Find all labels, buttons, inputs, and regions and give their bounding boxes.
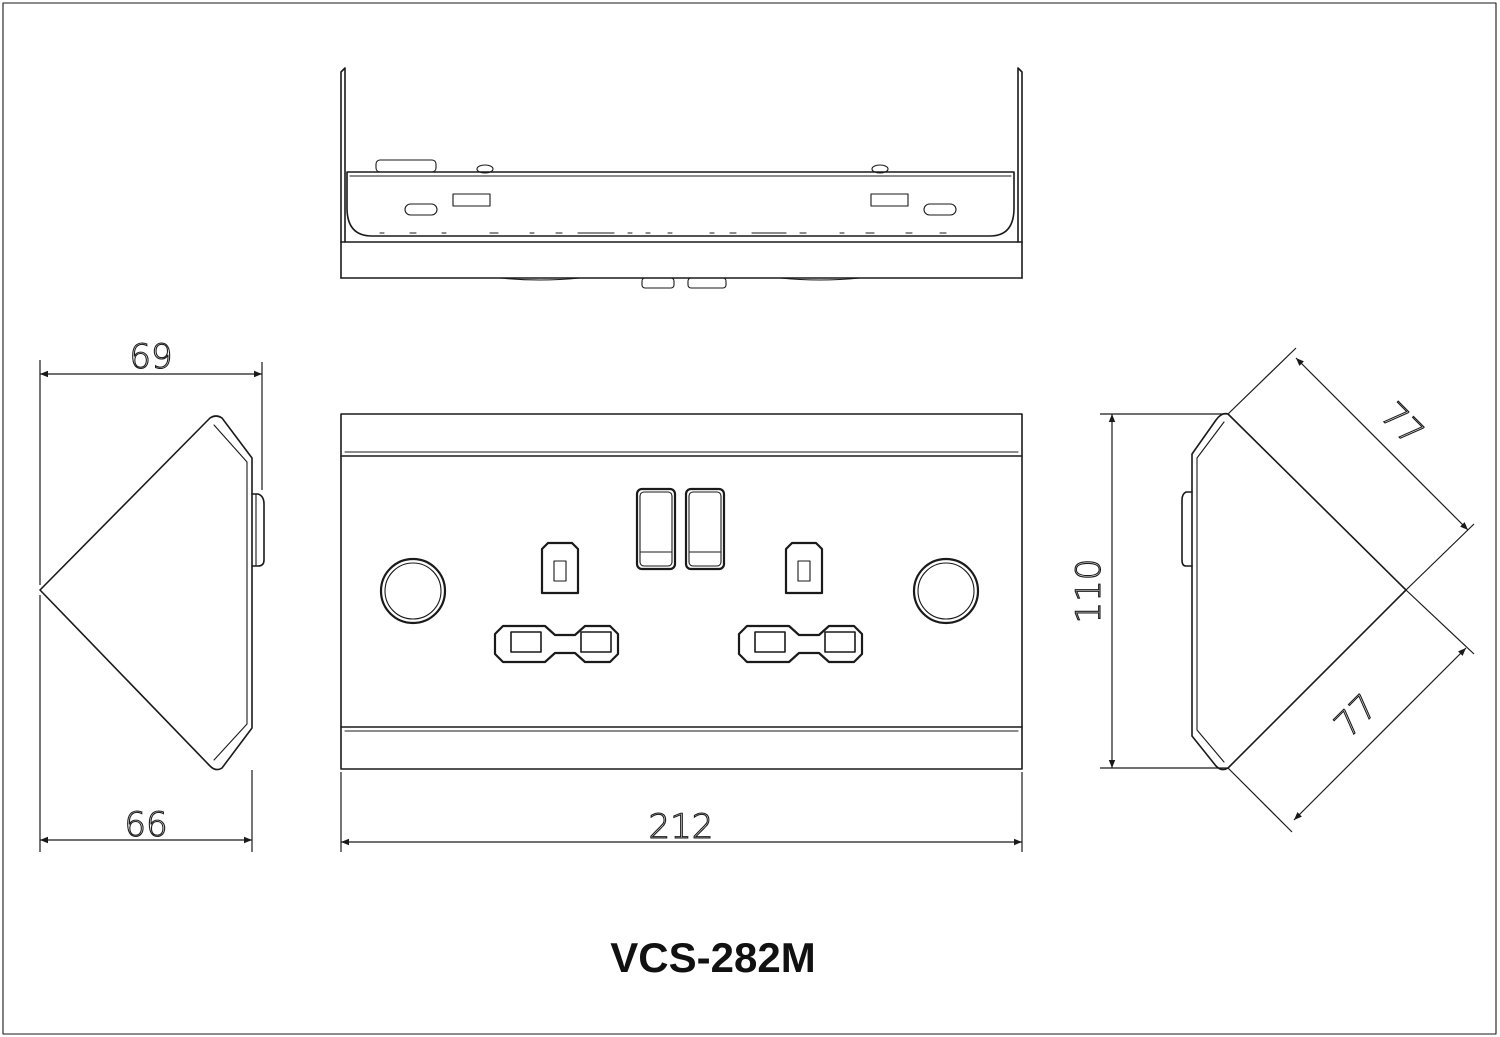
dim-left-bottom: 66 <box>124 805 167 845</box>
left-round-button <box>379 557 447 625</box>
dim-left-top: 69 <box>129 337 172 377</box>
top-switch-right <box>870 193 909 207</box>
right-round-button <box>912 557 980 625</box>
dim-right-upper: 77 <box>1372 395 1431 454</box>
front-width-dimension: 212 <box>340 772 1023 852</box>
top-switch-left <box>452 193 491 207</box>
top-tab-left <box>375 159 437 173</box>
right-rocker-switch <box>684 487 726 571</box>
left-socket <box>493 541 620 664</box>
dim-side-height: 110 <box>1069 559 1109 624</box>
front-panel-outline <box>340 413 1023 770</box>
left-rocker-switch <box>635 487 677 571</box>
dim-front-width: 212 <box>649 807 714 847</box>
bottom-foot-left <box>641 277 675 289</box>
top-view <box>340 67 1023 289</box>
bottom-foot-right <box>687 277 727 289</box>
front-view <box>340 413 1023 770</box>
right-socket <box>737 541 864 664</box>
left-side-view: 69 66 <box>39 336 265 852</box>
right-side-view: 110 77 77 <box>1068 347 1475 833</box>
model-label: VCS-282M <box>610 934 815 981</box>
